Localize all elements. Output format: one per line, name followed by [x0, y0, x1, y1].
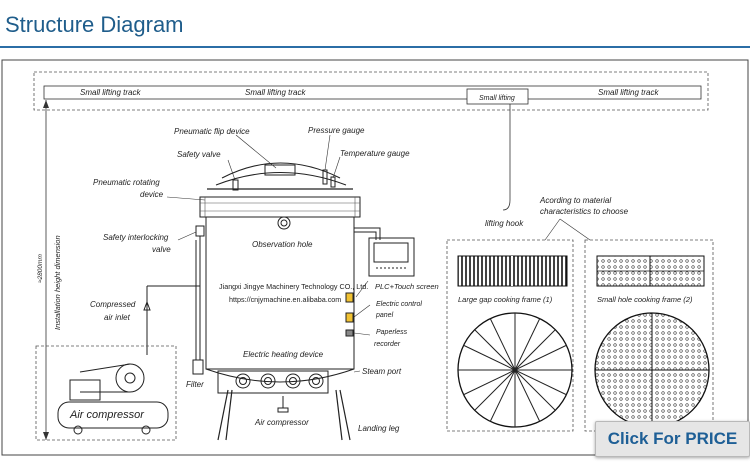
valve-pipe [143, 225, 205, 375]
frame1-box [446, 239, 574, 432]
label-website: https://cnjymachine.en.alibaba.com [229, 295, 341, 304]
label-safety-valve: Safety valve [177, 150, 221, 159]
label-according-2: characteristics to choose [540, 207, 629, 216]
label-compressed-2: air inlet [104, 313, 131, 322]
label-rotating-2: device [140, 190, 164, 199]
label-filter: Filter [186, 380, 204, 389]
small-hole-frame [594, 255, 710, 428]
diagram-svg: Small lifting track Small lifting track … [1, 59, 749, 456]
label-pressure-gauge: Pressure gauge [308, 126, 365, 135]
page-header: Structure Diagram [0, 0, 750, 48]
label-interlock-1: Safety interlocking [103, 233, 169, 242]
label-company: Jiangxi Jingye Machinery Technology CO.,… [219, 282, 368, 291]
header-divider [0, 46, 750, 48]
label-control-1: Electric control [376, 301, 422, 308]
control-panel [345, 237, 415, 337]
label-observation: Observation hole [252, 240, 313, 249]
click-for-price-label: Click For PRICE [607, 429, 738, 448]
label-plc: PLC+Touch screen [375, 282, 439, 291]
label-heating: Electric heating device [243, 350, 324, 359]
structure-diagram: Small lifting track Small lifting track … [0, 48, 750, 461]
label-landing: Landing leg [358, 424, 400, 433]
height-dimension [43, 100, 49, 440]
label-control-2: panel [375, 312, 394, 319]
label-air-comp: Air compressor [254, 418, 309, 427]
label-track-mid: Small lifting track [245, 88, 306, 97]
leader-lines [166, 134, 591, 373]
label-hook: lifting hook [485, 219, 524, 228]
click-for-price-button[interactable]: Click For PRICE [595, 421, 750, 457]
label-install-dim: Installation height dimension [53, 235, 62, 330]
label-compressed-1: Compressed [90, 300, 136, 309]
large-gap-frame [457, 255, 573, 428]
label-paperless-1: Paperless [376, 329, 408, 336]
label-according-1: Acording to material [539, 196, 611, 205]
label-rotating-1: Pneumatic rotating [93, 178, 160, 187]
label-temp-gauge: Temperature gauge [340, 149, 410, 158]
label-track-left: Small lifting track [80, 88, 141, 97]
label-dim-value: ≈2800mm [37, 254, 44, 283]
page-title: Structure Diagram [5, 12, 184, 37]
label-frame1: Large gap cooking frame (1) [458, 295, 553, 304]
label-air-comp-box: Air compressor [69, 409, 145, 421]
label-flip-device: Pneumatic flip device [174, 127, 250, 136]
label-steam: Steam port [362, 367, 402, 376]
lifting-track [33, 71, 709, 211]
label-track-right: Small lifting track [598, 88, 659, 97]
label-track-box: Small lifting [479, 95, 515, 102]
label-paperless-2: recorder [374, 341, 401, 348]
cooking-tank [199, 162, 381, 441]
air-compressor [35, 345, 177, 441]
label-frame2: Small hole cooking frame (2) [597, 295, 693, 304]
diagram-frame [1, 59, 749, 456]
label-interlock-2: valve [152, 245, 171, 254]
